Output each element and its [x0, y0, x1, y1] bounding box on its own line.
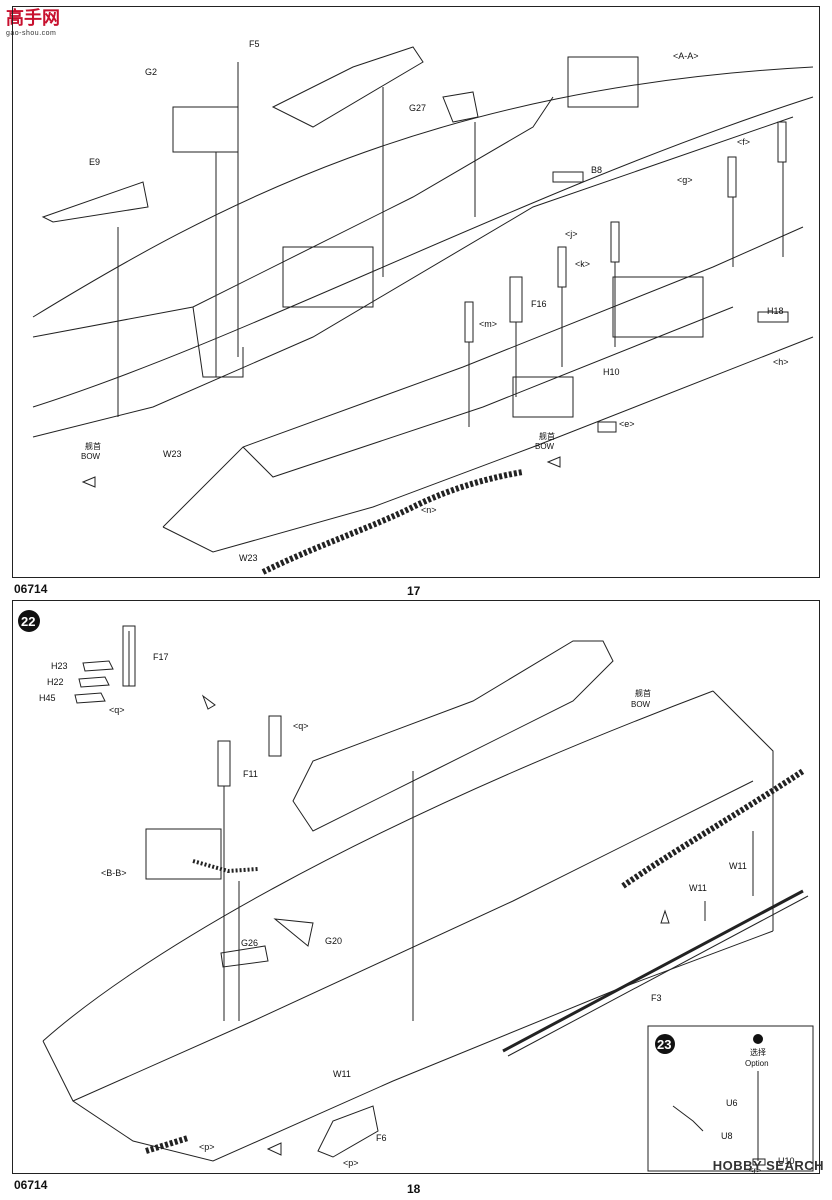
- instruction-page-18: 22 F17 H23 H22 H45 <q> <q> F11 <B-B> G26…: [12, 600, 820, 1175]
- label-q1: <q>: [109, 705, 125, 715]
- step-23-number: 23: [657, 1037, 671, 1052]
- label-W11c: W11: [333, 1069, 351, 1079]
- site-logo: 高手网 gao-shou.com: [6, 4, 60, 37]
- label-bow2-cn: 舰首: [539, 431, 555, 441]
- step-22-badge: [18, 610, 40, 632]
- label-f: <f>: [737, 137, 750, 147]
- label-m: <m>: [479, 319, 497, 329]
- label-bow-cn: 舰首: [635, 688, 651, 698]
- label-n: <n>: [421, 505, 437, 515]
- label-U6: U6: [726, 1098, 738, 1108]
- instruction-page-17: F5 G2 <A-A> G27 B8 E9 <f> <g> <j> <k> F1…: [12, 6, 820, 578]
- label-e: <e>: [619, 419, 635, 429]
- label-bow-en: BOW: [631, 700, 651, 709]
- label-H45: H45: [39, 693, 56, 703]
- label-p1: <p>: [199, 1142, 215, 1152]
- label-W23b: W23: [239, 553, 258, 563]
- step-22-number: 22: [21, 614, 35, 629]
- label-F16: F16: [531, 299, 547, 309]
- labels-18: 22 F17 H23 H22 H45 <q> <q> F11 <B-B> G26…: [21, 614, 795, 1175]
- assembly-diagram-17: [32, 46, 814, 575]
- label-H23: H23: [51, 661, 68, 671]
- page-number-17: 17: [407, 584, 421, 598]
- label-k: <k>: [575, 259, 590, 269]
- label-F5: F5: [249, 39, 260, 49]
- logo-text: 高手网: [6, 8, 60, 28]
- logo-subtext: gao-shou.com: [6, 30, 57, 37]
- label-h: <h>: [773, 357, 789, 367]
- label-p2: <p>: [343, 1158, 359, 1168]
- label-W11b: W11: [689, 883, 707, 893]
- label-g: <g>: [677, 175, 693, 185]
- label-H18: H18: [767, 306, 784, 316]
- label-H10: H10: [603, 367, 620, 377]
- label-U8: U8: [721, 1131, 733, 1141]
- label-W23a: W23: [163, 449, 182, 459]
- label-G27: G27: [409, 103, 426, 113]
- label-H22: H22: [47, 677, 64, 687]
- label-AA: <A-A>: [673, 51, 699, 61]
- label-F6: F6: [376, 1133, 387, 1143]
- step-23-badge: [655, 1034, 675, 1054]
- label-E9: E9: [89, 157, 100, 167]
- label-r: <r>: [749, 1166, 761, 1175]
- label-F11: F11: [243, 769, 258, 779]
- label-G20: G20: [325, 936, 342, 946]
- label-bow-cn: 舰首: [85, 441, 101, 451]
- label-U10: U10: [778, 1156, 795, 1166]
- label-F17: F17: [153, 652, 169, 662]
- label-W11a: W11: [729, 861, 747, 871]
- watermark: HOBBY SEARCH: [712, 1158, 824, 1173]
- label-B8: B8: [591, 165, 602, 175]
- label-G2: G2: [145, 67, 157, 77]
- label-j: <j>: [565, 229, 578, 239]
- label-F3: F3: [651, 993, 662, 1003]
- label-bow2-en: BOW: [535, 442, 555, 451]
- label-q2: <q>: [293, 721, 309, 731]
- label-option-en: Option: [745, 1059, 769, 1068]
- label-G26: G26: [241, 938, 258, 948]
- label-bow-en: BOW: [81, 452, 101, 461]
- page-number-18: 18: [407, 1182, 421, 1196]
- labels-17: F5 G2 <A-A> G27 B8 E9 <f> <g> <j> <k> F1…: [81, 39, 789, 563]
- label-BB: <B-B>: [101, 868, 127, 878]
- page-code-17: 06714: [14, 582, 48, 596]
- assembly-diagram-18: [18, 610, 814, 1172]
- page-code-18: 06714: [14, 1178, 48, 1192]
- label-option-cn: 选择: [750, 1047, 766, 1057]
- option-icon: [753, 1034, 763, 1044]
